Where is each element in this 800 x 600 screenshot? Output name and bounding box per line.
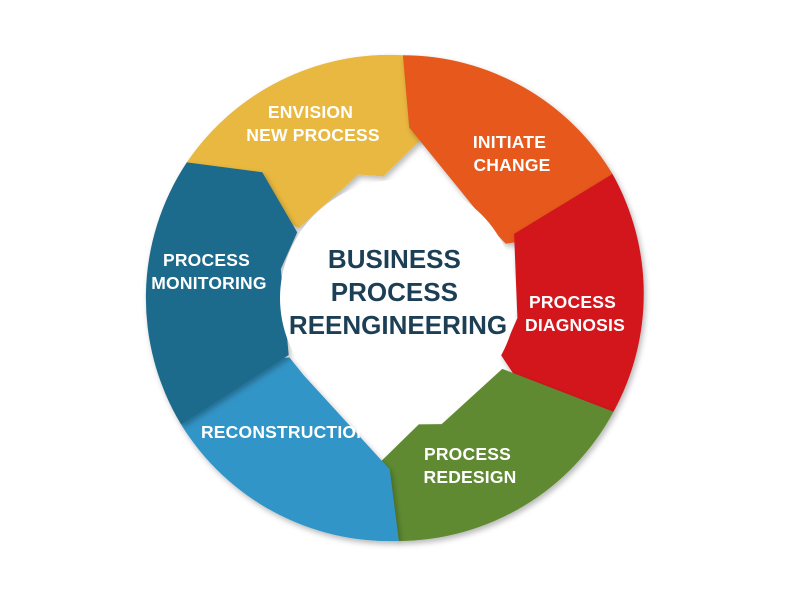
center-circle [280,180,516,416]
step-label-line: RECONSTRUCTION [201,422,369,442]
step-label-line: INITIATE [473,132,546,152]
center-title-line: PROCESS [331,277,458,307]
step-label-line: MONITORING [151,273,266,293]
step-process-diagnosis: PROCESS DIAGNOSIS [501,174,644,412]
cycle-ring: ENVISION NEW PROCESS INITIATE CHANGE PRO… [145,54,644,542]
step-label-line: PROCESS [163,250,250,270]
segment-monitoring [145,162,298,425]
step-label-line: CHANGE [473,155,550,175]
step-process-monitoring: PROCESS MONITORING [145,162,298,425]
step-label-line: NEW PROCESS [246,125,379,145]
step-label-initiate: INITIATE CHANGE [473,132,551,175]
step-label-diagnosis: PROCESS DIAGNOSIS [525,292,625,335]
center-title-line: BUSINESS [328,244,461,274]
segment-redesign [360,368,614,541]
step-label-reconstruction: RECONSTRUCTION [201,422,369,442]
step-reconstruction: RECONSTRUCTION [181,357,399,542]
step-label-line: REDESIGN [423,467,516,487]
segment-reconstruction [181,357,399,542]
step-label-line: PROCESS [529,292,616,312]
step-process-redesign: PROCESS REDESIGN [360,368,614,541]
step-label-line: DIAGNOSIS [525,315,625,335]
step-label-monitoring: PROCESS MONITORING [151,250,266,293]
center-hub: BUSINESS PROCESS REENGINEERING [280,180,516,416]
segment-initiate [402,55,613,244]
segment-diagnosis [501,174,644,412]
step-label-envision: ENVISION NEW PROCESS [246,102,379,145]
step-label-line: PROCESS [424,444,511,464]
step-label-line: ENVISION [268,102,353,122]
step-label-redesign: PROCESS REDESIGN [423,444,516,487]
center-title: BUSINESS PROCESS REENGINEERING [289,244,507,340]
center-title-line: REENGINEERING [289,310,507,340]
step-initiate-change: INITIATE CHANGE [402,55,613,244]
